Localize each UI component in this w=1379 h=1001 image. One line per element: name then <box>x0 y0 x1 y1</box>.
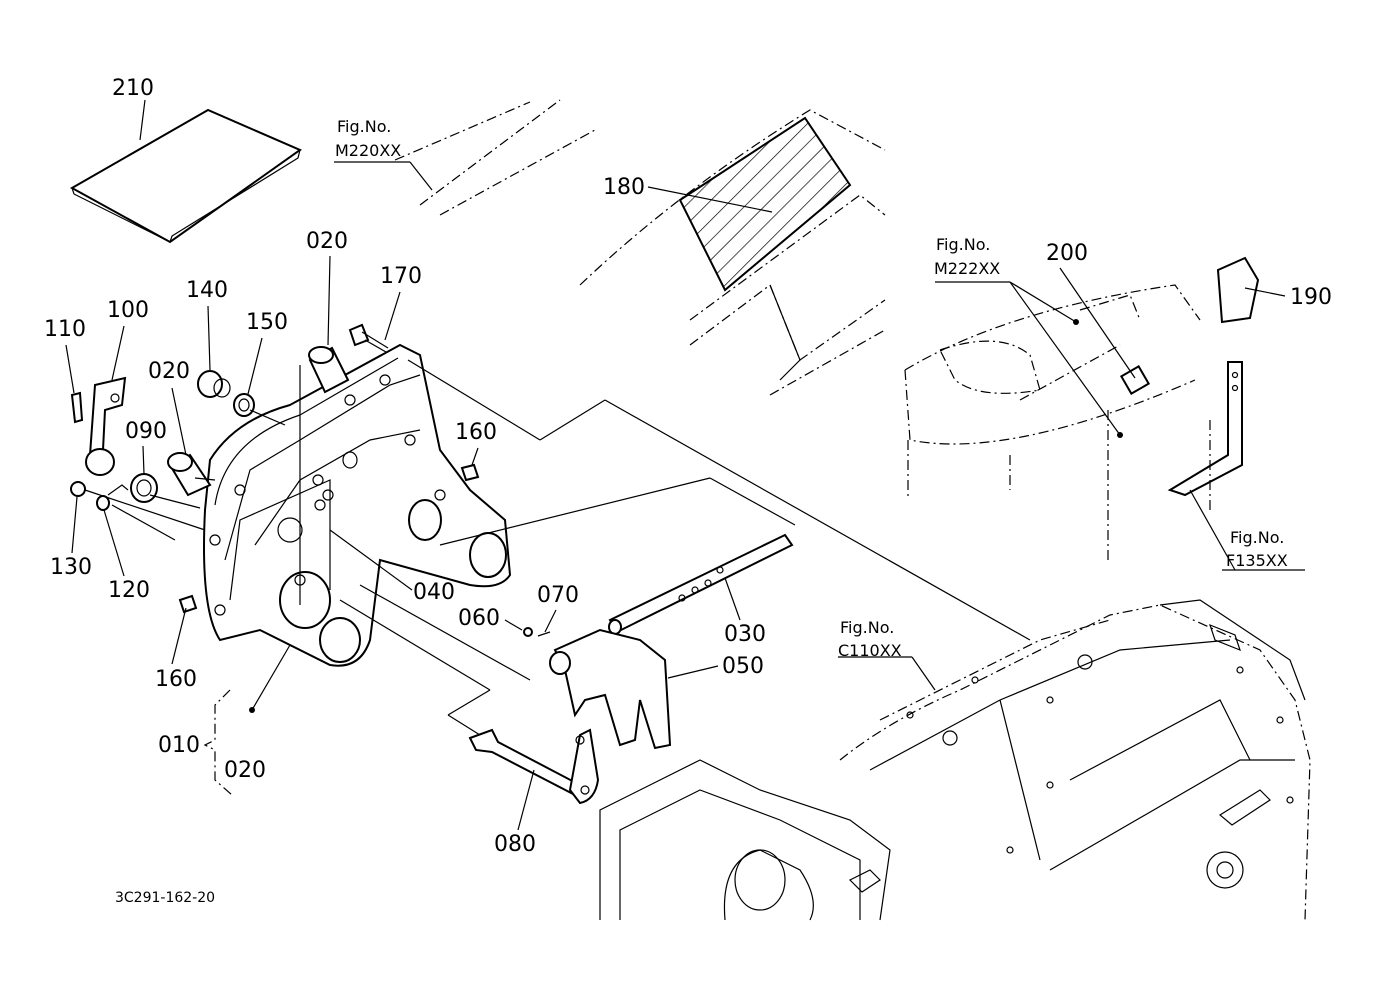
label-060: 060 <box>458 606 500 631</box>
label-160-left: 160 <box>155 667 197 692</box>
label-070: 070 <box>537 583 579 608</box>
label-120: 120 <box>108 578 150 603</box>
label-180: 180 <box>603 175 645 200</box>
label-080: 080 <box>494 832 536 857</box>
small-parts-left <box>70 323 1031 736</box>
shift-assembly <box>468 533 794 805</box>
label-050: 050 <box>722 654 764 679</box>
label-200: 200 <box>1046 241 1088 266</box>
label-090: 090 <box>125 419 167 444</box>
drawing-code: 3C291-162-20 <box>115 890 215 906</box>
label-020-mid: 020 <box>148 359 190 384</box>
fig-c110-code: C110XX <box>838 641 902 660</box>
label-040: 040 <box>413 580 455 605</box>
fig-m220-lines <box>334 99 596 216</box>
label-150: 150 <box>246 310 288 335</box>
transmission-case <box>599 599 1311 921</box>
label-140: 140 <box>186 278 228 303</box>
label-130: 130 <box>50 555 92 580</box>
fig-m222-title: Fig.No. <box>936 235 990 254</box>
label-030: 030 <box>724 622 766 647</box>
part-190-lever <box>1167 256 1305 571</box>
assembly-bracket <box>203 644 291 796</box>
label-100: 100 <box>107 298 149 323</box>
fig-c110-title: Fig.No. <box>840 618 894 637</box>
label-110: 110 <box>44 317 86 342</box>
seat-cover-assembly <box>904 267 1201 560</box>
part-210-manual <box>69 99 303 244</box>
gear-case-cover <box>203 343 512 667</box>
label-020-top: 020 <box>306 229 348 254</box>
part-labels: 210 180 020 170 140 150 110 100 020 090 … <box>44 76 1332 857</box>
label-160-right: 160 <box>455 420 497 445</box>
label-190: 190 <box>1290 285 1332 310</box>
label-170: 170 <box>380 264 422 289</box>
fig-m220-code: M220XX <box>335 141 401 160</box>
part-180-decal <box>579 109 886 396</box>
fig-f135-title: Fig.No. <box>1230 528 1284 547</box>
fig-m222-code: M222XX <box>934 259 1000 278</box>
fig-m220-title: Fig.No. <box>337 117 391 136</box>
label-010: 010 <box>158 733 200 758</box>
figure-references: Fig.No. M220XX Fig.No. M222XX Fig.No. F1… <box>335 117 1288 660</box>
label-020-bottom: 020 <box>224 758 266 783</box>
label-210: 210 <box>112 76 154 101</box>
fig-f135-code: F135XX <box>1226 551 1288 570</box>
